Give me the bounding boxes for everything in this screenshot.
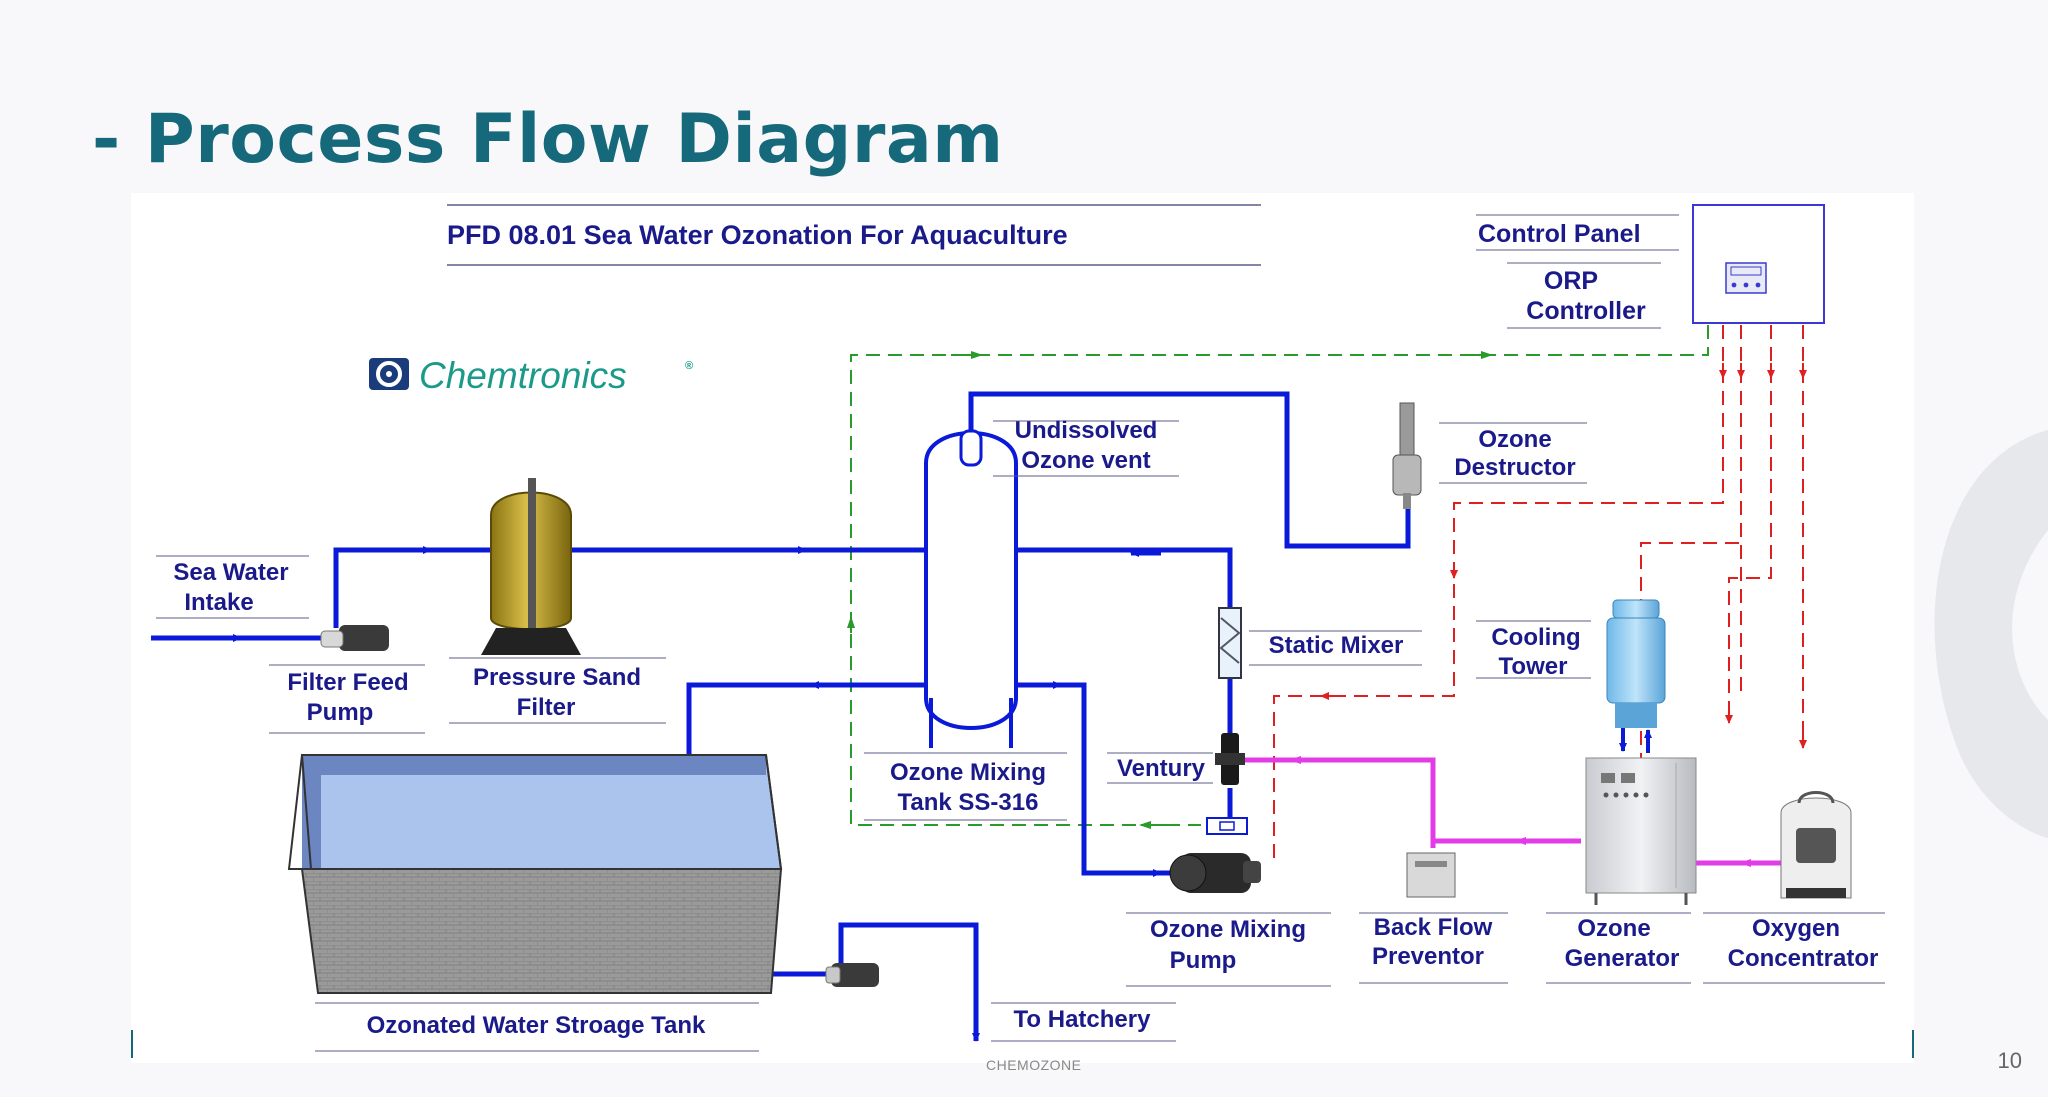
label-cooling-tower-2: Tower [1499, 653, 1568, 680]
label-control-panel: Control Panel [1478, 220, 1641, 248]
label-filter-feed-pump-2: Pump [307, 699, 374, 726]
label-sea-water-intake-2: Intake [184, 589, 253, 616]
ozone-gas-lines [1242, 757, 1781, 866]
pressure-sand-filter [481, 478, 581, 655]
label-sea-water-intake: Sea Water [173, 559, 288, 586]
label-ozone-destructor-2: Destructor [1454, 454, 1575, 481]
label-cooling-tower: Cooling [1491, 624, 1580, 651]
ozone-mixing-tank [924, 421, 1018, 748]
label-orp-controller-2: Controller [1526, 297, 1646, 325]
oxygen-concentrator [1780, 791, 1852, 899]
diagram-canvas: PFD 08.01 Sea Water Ozonation For Aquacu… [151, 204, 1885, 1052]
feedback-signal-line [847, 325, 1709, 829]
filter-feed-pump [320, 625, 389, 651]
venturi [1215, 733, 1245, 785]
ozonated-water-storage-tank [287, 754, 783, 994]
label-ozone-generator: Ozone [1577, 915, 1650, 942]
control-signal-lines [1273, 325, 1804, 863]
label-undissolved-ozone-vent-2: Ozone vent [1021, 447, 1150, 474]
label-ozone-mixing-tank: Ozone Mixing [890, 759, 1046, 786]
cooling-tower [1606, 599, 1666, 728]
back-flow-preventor [1406, 852, 1456, 898]
label-to-hatchery: To Hatchery [1014, 1006, 1152, 1033]
label-ozonated-water-storage-tank: Ozonated Water Stroage Tank [367, 1012, 706, 1039]
label-ozone-destructor: Ozone [1478, 426, 1551, 453]
frame-mark-left [131, 1030, 133, 1058]
label-orp-controller: ORP [1544, 267, 1598, 295]
label-undissolved-ozone-vent: Undissolved [1015, 417, 1158, 444]
diagram-title: PFD 08.01 Sea Water Ozonation For Aquacu… [447, 220, 1068, 250]
label-oxygen-concentrator: Oxygen [1752, 915, 1840, 942]
label-back-flow-preventor-2: Preventor [1372, 943, 1484, 970]
label-back-flow-preventor: Back Flow [1374, 914, 1493, 941]
label-ozone-mixing-pump-2: Pump [1170, 947, 1237, 974]
ozone-generator [1585, 757, 1697, 905]
label-ozone-generator-2: Generator [1565, 945, 1680, 972]
page-number: 10 [1997, 1048, 2022, 1073]
static-mixer [1218, 607, 1242, 679]
ozone-mixing-pump [1169, 853, 1261, 893]
storage-transfer-pump [825, 963, 879, 987]
footer-brand: CHEMOZONE [986, 1057, 1082, 1073]
logo-mark: ® [685, 360, 693, 372]
decorative-arc [1934, 430, 2048, 838]
label-ozone-mixing-tank-2: Tank SS-316 [898, 789, 1039, 816]
label-underlines [156, 420, 1885, 1052]
label-oxygen-concentrator-2: Concentrator [1728, 945, 1879, 972]
slide-title: - Process Flow Diagram [92, 100, 1004, 179]
label-pressure-sand-filter-2: Filter [517, 694, 576, 721]
chemtronics-logo [369, 358, 409, 390]
label-pressure-sand-filter: Pressure Sand [473, 664, 641, 691]
label-static-mixer: Static Mixer [1269, 632, 1404, 659]
frame-mark-right [1912, 1030, 1914, 1058]
label-ozone-mixing-pump: Ozone Mixing [1150, 916, 1306, 943]
logo-text: Chemtronics [419, 355, 627, 396]
process-flow-diagram: PFD 08.01 Sea Water Ozonation For Aquacu… [131, 193, 1914, 1063]
label-venturi: Ventury [1117, 755, 1206, 782]
control-panel [1692, 204, 1825, 324]
ozone-destructor [1392, 402, 1422, 509]
label-filter-feed-pump: Filter Feed [287, 669, 408, 696]
